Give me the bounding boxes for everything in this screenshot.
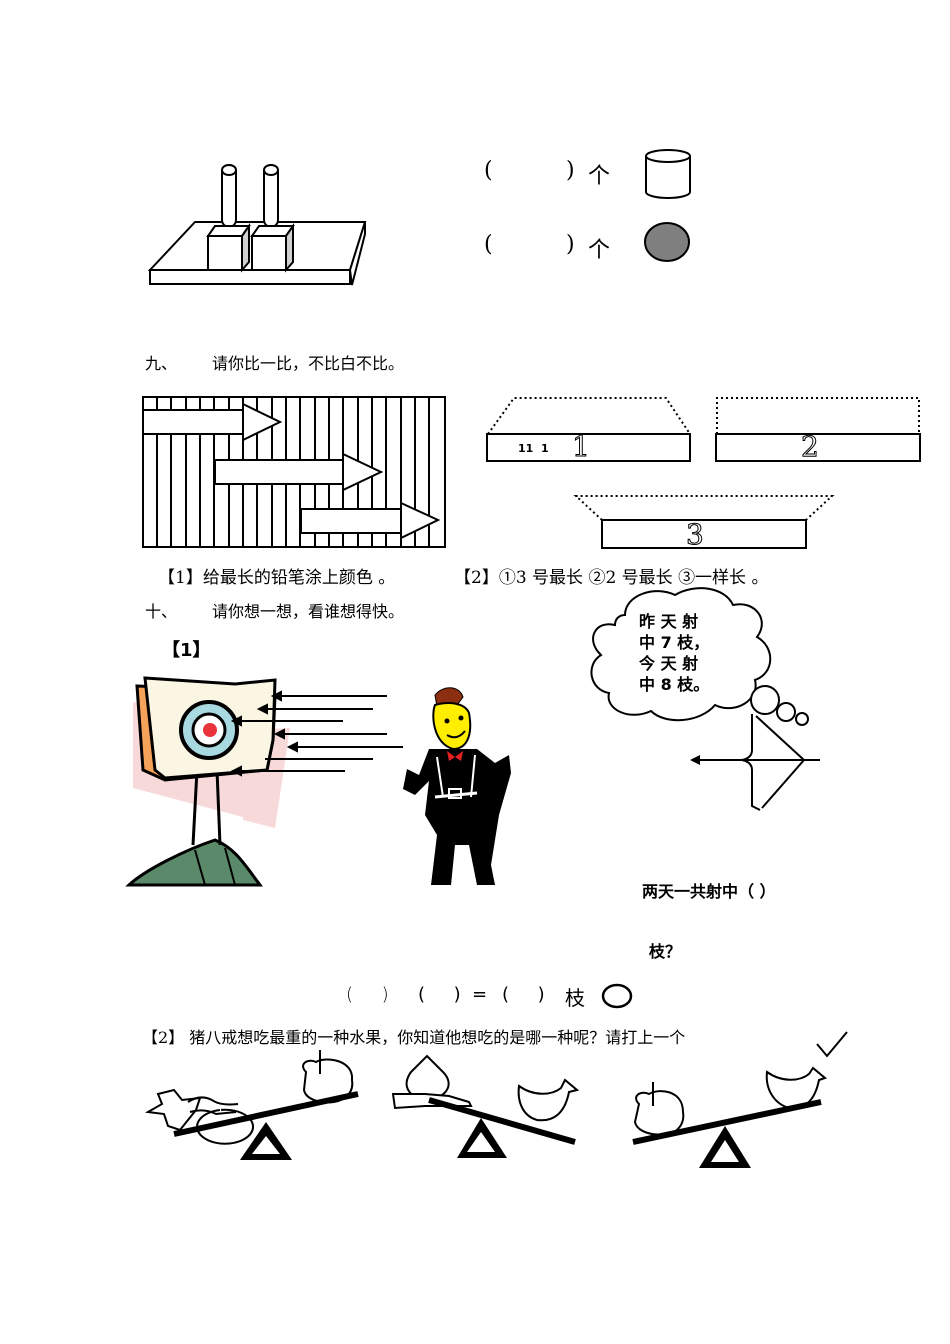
scale-apple-banana[interactable]: [625, 1060, 835, 1175]
section-10-title: 请你想一想，看谁想得快。: [212, 602, 405, 621]
archery-target-illustration: [125, 676, 403, 887]
open-bracket: (: [484, 232, 493, 257]
thought-bubble: [590, 587, 809, 726]
pencil-2-label: 2: [801, 430, 820, 464]
close-bracket: ): [566, 232, 575, 257]
question-9-2: 【2】①3 号最长 ②2 号最长 ③一样长 。: [454, 568, 769, 588]
section-9-title: 请你比一比，不比白不比。: [212, 354, 405, 373]
unit-label: 个: [588, 164, 611, 189]
operator-circle[interactable]: [601, 983, 635, 1009]
pencil-box-1: [486, 397, 691, 462]
bubble-line: 昨 天 射: [639, 612, 699, 631]
answer-blank-3[interactable]: ( ): [502, 984, 545, 1005]
bow-and-arrow-icon: [690, 714, 820, 811]
bubble-line: 今 天 射: [639, 654, 699, 673]
open-bracket: (: [484, 158, 493, 183]
boy-archer-illustration: [403, 687, 511, 885]
sphere-icon: [644, 222, 690, 262]
question-10-1-label: 【1】: [162, 640, 211, 661]
question-10-2: 【2】 猪八戒想吃最重的一种水果，你知道他想吃的是哪一种呢？请打上一个: [142, 1028, 686, 1047]
section-10-number: 十、: [145, 602, 178, 621]
answer-blank-1[interactable]: ( ): [346, 984, 389, 1005]
equals-sign: =: [472, 984, 488, 1005]
section-9-number: 九、: [145, 354, 178, 373]
bubble-line: 中 8 枝。: [639, 675, 710, 694]
answer-blank-2[interactable]: ( ): [418, 984, 461, 1005]
unit-label: 个: [588, 238, 611, 263]
checkmark-icon: [816, 1031, 848, 1058]
pencils-grid-illustration: [142, 396, 446, 548]
bubble-line: 中 7 枝，: [639, 633, 710, 652]
pencil-box-2: [715, 397, 921, 462]
unit-label: 枝: [565, 986, 585, 1010]
pencil-1-label: 1: [572, 430, 591, 464]
peg-board-illustration: [147, 164, 367, 286]
pencil-1-marks: 11 1: [518, 442, 549, 455]
thought-bubble-text: 昨 天 射 中 7 枝， 今 天 射 中 8 枝。: [639, 611, 709, 695]
question-10-1-text: 两天一共射中（ ）: [642, 882, 776, 901]
pencil-3-label: 3: [686, 518, 705, 552]
question-10-1-unit: 枝？: [649, 942, 682, 961]
pencil-box-3: [573, 495, 835, 549]
scale-cabbage-apple[interactable]: [140, 1050, 370, 1165]
question-9-1: 【1】给最长的铅笔涂上颜色 。: [158, 568, 396, 588]
scale-peach-banana[interactable]: [385, 1050, 585, 1165]
close-bracket: ): [566, 158, 575, 183]
cylinder-icon: [645, 149, 691, 199]
